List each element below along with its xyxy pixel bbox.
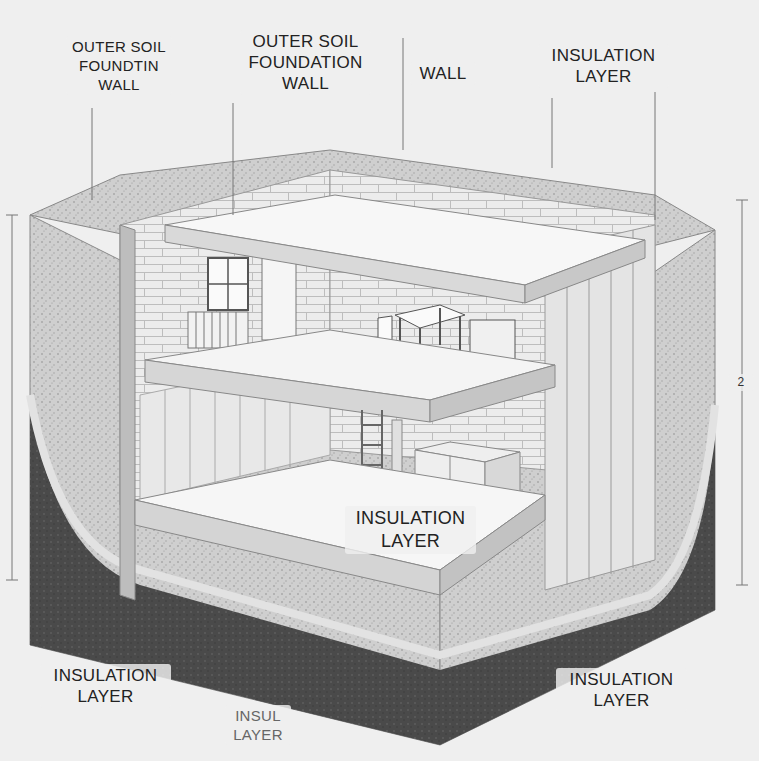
part-label: INSULATION LAYER — [40, 664, 171, 708]
leader-line — [6, 38, 748, 585]
radiator — [188, 312, 248, 348]
roof-slab — [165, 225, 525, 303]
part-label: INSUL LAYER — [225, 705, 291, 745]
roof-slab — [525, 240, 645, 303]
floor-slab — [145, 360, 430, 422]
part-label: INSULATION LAYER — [538, 44, 669, 88]
part-label: OUTER SOIL FOUNDTIN WALL — [66, 36, 172, 95]
outer-wall — [120, 225, 135, 600]
window — [208, 258, 248, 310]
part-label: OUTER SOIL FOUNDATION WALL — [240, 30, 371, 95]
floor-slab — [430, 365, 555, 422]
part-label: INSULATION LAYER — [556, 668, 687, 712]
part-label: INSULATION LAYER — [345, 506, 476, 554]
part-label: WALL — [410, 62, 476, 85]
door — [262, 252, 296, 340]
window — [208, 258, 248, 310]
part-label: 2 — [728, 374, 754, 391]
